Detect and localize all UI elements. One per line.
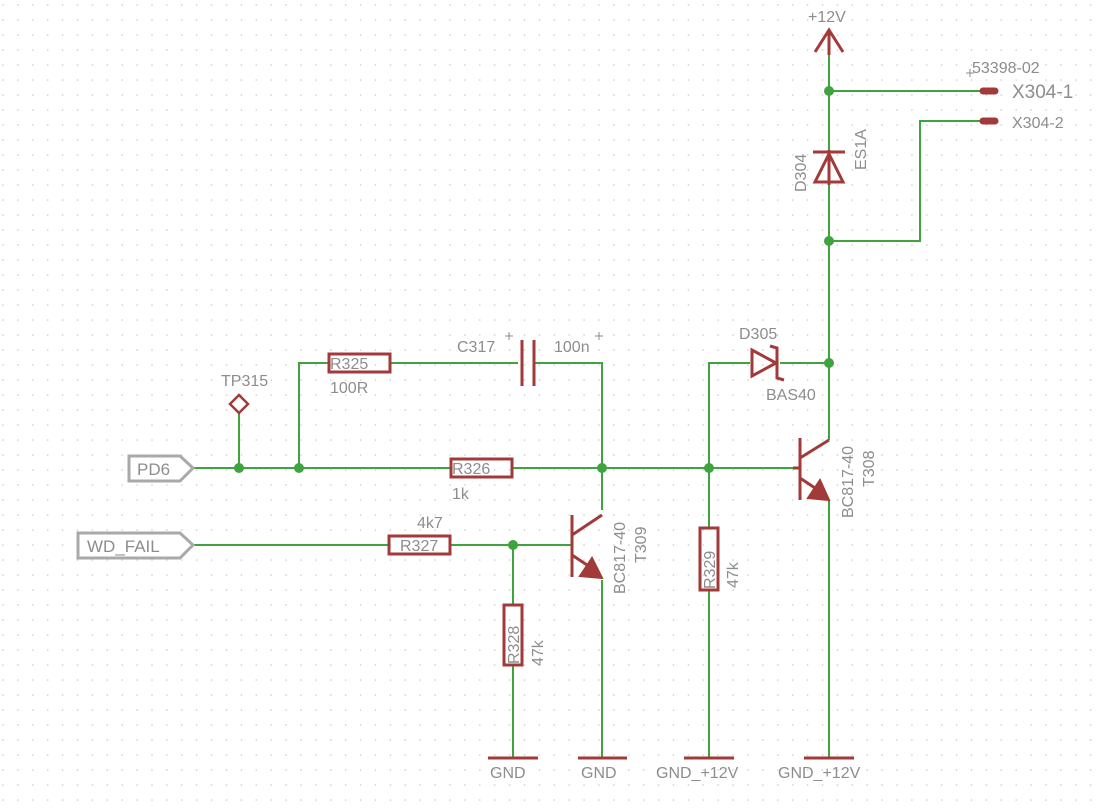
resistor-r327-body: [387, 534, 452, 556]
capacitor-c317-name: C317: [457, 339, 495, 356]
diode-d304-value: ES1A: [853, 129, 870, 170]
wires: [193, 55, 983, 758]
ground-3[interactable]: GND_+12V: [656, 756, 739, 782]
resistor-r325-value: 100R: [330, 380, 368, 397]
diode-d305-triangle: [750, 347, 780, 379]
port-wd-fail[interactable]: WD_FAIL: [76, 531, 196, 560]
wire-c317-to-t309: [534, 362, 603, 510]
transistor-t308-collector: [799, 438, 830, 460]
resistor-r325-name: R325: [330, 356, 368, 373]
resistor-r327-name: R327: [400, 538, 438, 555]
junction-dot: [508, 540, 518, 550]
transistor-t309[interactable]: BC817-40 T309: [570, 513, 650, 594]
diode-d305-value: BAS40: [766, 387, 816, 404]
junction-dot: [824, 236, 834, 246]
junction-dot: [597, 463, 607, 473]
testpoint-tp315-name: TP315: [221, 373, 268, 390]
diode-d304-name: D304: [793, 154, 810, 192]
ground-label: GND_+12V: [778, 765, 861, 782]
supply-label: +12V: [808, 9, 846, 26]
resistor-r328-value: 47k: [530, 639, 547, 666]
resistor-r325[interactable]: R325 100R: [327, 352, 392, 397]
port-wd-fail-shape: [76, 531, 196, 560]
junction-dot: [704, 463, 714, 473]
resistor-r327-value: 4k7: [417, 515, 443, 532]
ground-label: GND: [581, 765, 617, 782]
resistor-r329[interactable]: R329 47k: [698, 526, 742, 592]
transistor-t308-name: T308: [861, 450, 878, 487]
wire-d305-anode: [708, 362, 750, 468]
ground-4[interactable]: GND_+12V: [778, 756, 861, 782]
port-pd6-label: PD6: [137, 460, 170, 479]
connector-part-label: 53398-02: [972, 60, 1040, 77]
resistor-r327[interactable]: R327 4k7: [387, 515, 452, 556]
testpoint-tp315[interactable]: TP315: [221, 373, 268, 415]
junction-dot: [824, 86, 834, 96]
transistor-t308-value: BC817-40: [840, 446, 857, 518]
resistor-r326-name: R326: [452, 461, 490, 478]
resistor-r328-name: R328: [506, 626, 523, 664]
ground-label: GND_+12V: [656, 765, 739, 782]
diode-d305-schottky-bar: [769, 344, 785, 382]
junctions: [234, 86, 834, 550]
diode-d304[interactable]: D304 ES1A: [793, 129, 870, 192]
port-wd-fail-label: WD_FAIL: [87, 537, 160, 556]
port-pd6-shape: [127, 454, 196, 483]
resistor-r326-body: [449, 457, 514, 479]
resistor-r326[interactable]: R326 1k: [449, 457, 514, 503]
diode-d305[interactable]: D305 BAS40: [739, 326, 816, 404]
ground-1[interactable]: GND: [488, 756, 538, 782]
resistor-r326-value: 1k: [452, 486, 470, 503]
wire-x304-2: [829, 120, 983, 242]
resistor-r329-name: R329: [702, 551, 719, 589]
junction-dot: [234, 463, 244, 473]
transistor-t309-arrow: [578, 556, 604, 580]
diode-d304-triangle: [812, 150, 846, 184]
connector-pin1-label: X304-1: [1012, 82, 1073, 103]
connector-x304[interactable]: 53398-02 X304-1 X304-2: [966, 60, 1073, 132]
capacitor-c317-value: 100n: [554, 339, 590, 356]
transistor-t309-value: BC817-40: [612, 522, 629, 594]
ground-2[interactable]: GND: [578, 756, 627, 782]
ground-label: GND: [490, 765, 526, 782]
resistor-r328[interactable]: R328 47k: [502, 603, 547, 667]
junction-dot: [294, 463, 304, 473]
transistor-t309-name: T309: [633, 526, 650, 563]
junction-dot: [824, 358, 834, 368]
port-pd6[interactable]: PD6: [127, 454, 196, 483]
resistor-r325-body: [327, 352, 392, 374]
capacitor-c317[interactable]: C317 100n: [457, 332, 603, 386]
resistor-r328-body: [502, 603, 524, 667]
connector-pin2-label: X304-2: [1012, 115, 1064, 132]
transistor-t309-collector: [571, 513, 603, 537]
resistor-r329-value: 47k: [725, 561, 742, 588]
transistor-t308[interactable]: BC817-40 T308: [793, 438, 878, 518]
transistor-t308-arrow: [806, 477, 831, 502]
diode-d305-name: D305: [739, 326, 777, 343]
testpoint-diamond-icon: [228, 393, 250, 415]
supply-vcc[interactable]: +12V: [808, 9, 846, 55]
wire-r325-left: [298, 362, 329, 468]
resistor-r329-body: [698, 526, 720, 592]
